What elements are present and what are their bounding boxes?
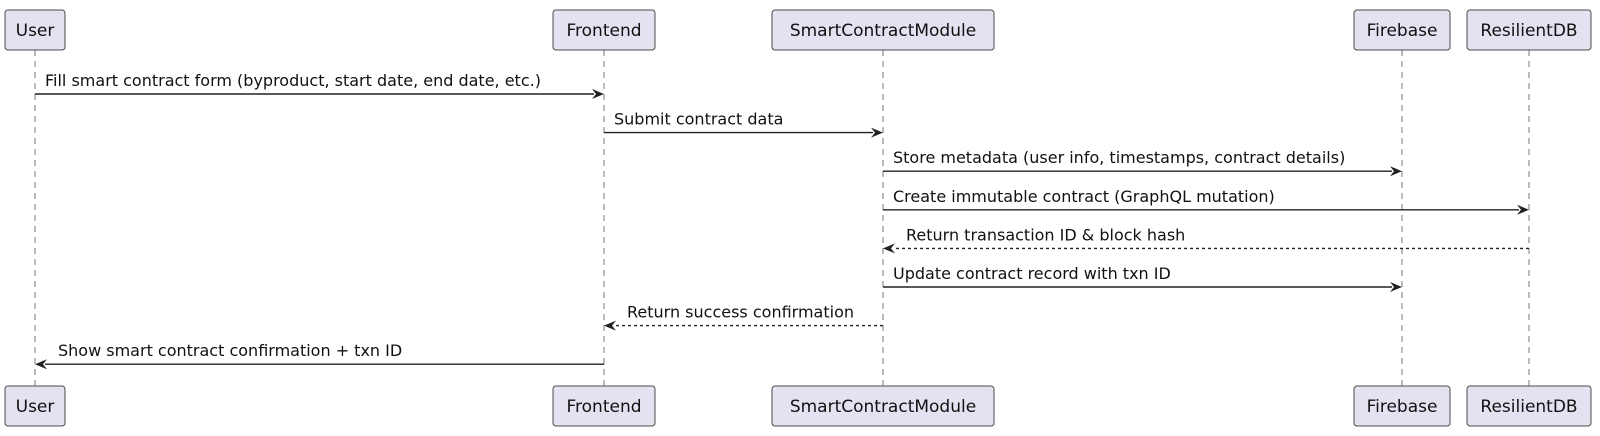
message-label: Fill smart contract form (byproduct, sta…: [45, 71, 541, 90]
participant-box: [1466, 9, 1592, 51]
participant-box: [4, 385, 66, 427]
message-label: Update contract record with txn ID: [893, 264, 1171, 283]
message-6: Update contract record with txn ID: [883, 264, 1402, 292]
message-5: Return transaction ID & block hash: [883, 225, 1529, 254]
messages: Fill smart contract form (byproduct, sta…: [35, 71, 1529, 370]
message-3: Store metadata (user info, timestamps, c…: [883, 148, 1402, 177]
participants-bottom: User Frontend SmartContractModule Firebase R…: [4, 385, 1592, 427]
participant-frontend-bottom: Frontend: [552, 385, 656, 427]
message-label: Show smart contract confirmation + txn I…: [58, 341, 402, 360]
message-arrow-head: [35, 359, 47, 370]
participant-scm-top: SmartContractModule: [771, 9, 995, 51]
participant-label: Firebase: [1367, 397, 1438, 417]
participant-label: ResilientDB: [1480, 21, 1577, 41]
participant-firebase-bottom: Firebase: [1353, 385, 1451, 427]
participant-box: [771, 9, 995, 51]
participant-box: [552, 385, 656, 427]
participant-box: [4, 9, 66, 51]
message-label: Store metadata (user info, timestamps, c…: [893, 148, 1345, 167]
participant-label: User: [16, 397, 55, 417]
participants-top: User Frontend SmartContractModule Firebase R…: [4, 9, 1592, 51]
participant-box: [1466, 385, 1592, 427]
participant-user-top: User: [4, 9, 66, 51]
participant-label: SmartContractModule: [790, 397, 976, 417]
participant-scm-bottom: SmartContractModule: [771, 385, 995, 427]
message-7: Return success confirmation: [604, 303, 883, 331]
message-arrow-head: [604, 320, 616, 331]
message-arrow-head: [592, 89, 604, 99]
participant-box: [552, 9, 656, 51]
participant-user-bottom: User: [4, 385, 66, 427]
message-arrow-head: [871, 127, 883, 138]
participant-label: SmartContractModule: [790, 21, 976, 41]
participant-box: [1353, 9, 1451, 51]
message-label: Return transaction ID & block hash: [906, 225, 1185, 244]
participant-resilientdb-top: ResilientDB: [1466, 9, 1592, 51]
participant-box: [771, 385, 995, 427]
message-arrow-head: [1517, 204, 1529, 215]
participant-label: User: [16, 21, 55, 41]
participant-firebase-top: Firebase: [1353, 9, 1451, 51]
message-4: Create immutable contract (GraphQL mutat…: [883, 187, 1529, 215]
message-label: Create immutable contract (GraphQL mutat…: [893, 187, 1275, 206]
participant-label: Frontend: [566, 21, 641, 41]
message-arrow-head: [1390, 166, 1402, 177]
lifelines: [34, 50, 1530, 386]
message-arrow-head: [1390, 282, 1402, 292]
participant-resilientdb-bottom: ResilientDB: [1466, 385, 1592, 427]
message-1: Fill smart contract form (byproduct, sta…: [35, 71, 604, 99]
message-2: Submit contract data: [604, 110, 883, 138]
participant-label: Firebase: [1367, 21, 1438, 41]
message-8: Show smart contract confirmation + txn I…: [35, 341, 604, 370]
message-label: Return success confirmation: [627, 303, 854, 322]
participant-frontend-top: Frontend: [552, 9, 656, 51]
participant-label: ResilientDB: [1480, 397, 1577, 417]
message-label: Submit contract data: [614, 110, 783, 129]
participant-label: Frontend: [566, 397, 641, 417]
participant-box: [1353, 385, 1451, 427]
message-arrow-head: [883, 243, 895, 254]
